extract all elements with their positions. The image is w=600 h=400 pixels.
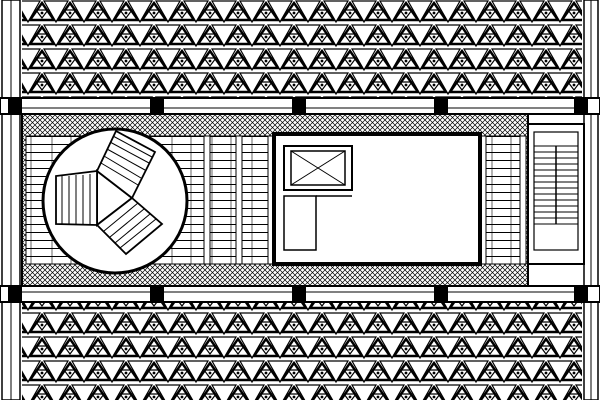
elevator-cross bbox=[290, 150, 346, 186]
core-divider bbox=[203, 135, 211, 265]
structural-column bbox=[292, 97, 306, 115]
right-edge-strip bbox=[583, 0, 599, 400]
core-divider bbox=[235, 135, 243, 265]
structural-column bbox=[434, 285, 448, 303]
structural-column bbox=[292, 285, 306, 303]
lattice-screen-bottom bbox=[22, 302, 582, 400]
stair-flight bbox=[95, 129, 157, 200]
stair-flight bbox=[55, 169, 98, 226]
beam-detail-lines bbox=[22, 107, 582, 293]
rectangular-stair bbox=[527, 123, 585, 265]
left-edge-strip bbox=[1, 0, 21, 400]
plank-zone-right bbox=[485, 135, 521, 265]
stair-flight bbox=[95, 196, 164, 256]
structural-column bbox=[574, 285, 588, 303]
central-room bbox=[272, 132, 482, 266]
core-divider bbox=[519, 135, 527, 265]
structural-column bbox=[8, 285, 22, 303]
structural-column bbox=[574, 97, 588, 115]
structural-column bbox=[150, 97, 164, 115]
structural-column bbox=[150, 285, 164, 303]
columns-bottom-row bbox=[8, 285, 588, 303]
structural-column bbox=[8, 97, 22, 115]
structural-column bbox=[434, 97, 448, 115]
lattice-screen-top bbox=[22, 0, 582, 98]
columns-top-row bbox=[8, 97, 588, 115]
room-partition bbox=[283, 195, 317, 251]
circular-spiral-stair bbox=[41, 127, 189, 275]
